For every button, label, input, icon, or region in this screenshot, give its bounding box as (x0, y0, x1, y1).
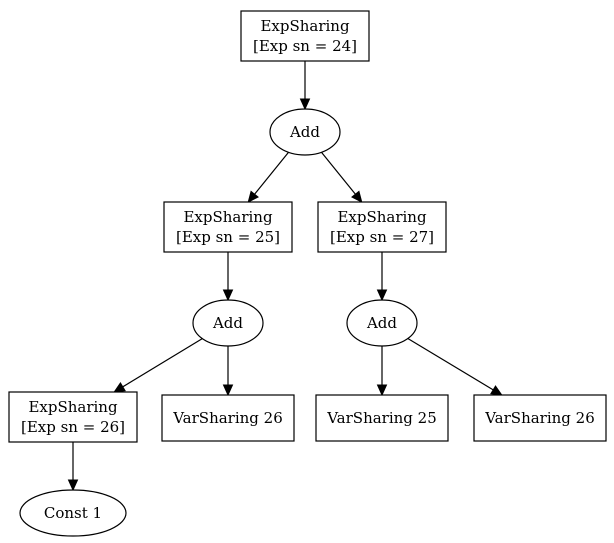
edge-add1-to-n25 (254, 151, 290, 195)
node-n26-box (8, 391, 138, 443)
node-n25-label-1: [Exp sn = 25] (176, 228, 280, 246)
node-add3-ellipse (346, 299, 418, 347)
arrowhead-add1-to-n25 (247, 190, 259, 203)
arrowhead-add3-to-var26b (490, 385, 503, 396)
node-var26b-box (473, 394, 607, 442)
edge-add1-to-n27 (320, 151, 356, 195)
nodes-layer: ExpSharing[Exp sn = 24]AddExpSharing[Exp… (8, 10, 607, 537)
node-var26b-label-0: VarSharing 26 (484, 409, 595, 427)
node-var25-box (315, 394, 449, 442)
arrowhead-add2-to-var26a (222, 384, 234, 397)
node-n24-label-1: [Exp sn = 24] (253, 37, 357, 55)
node-add1: Add (269, 108, 341, 156)
node-n26-label-0: ExpSharing (28, 398, 118, 416)
arrowhead-add3-to-var25 (376, 384, 388, 397)
node-n24: ExpSharing [Exp sn = 24] (240, 10, 370, 62)
arrowhead-n26-to-const1 (67, 479, 79, 492)
node-add3-label-0: Add (366, 314, 397, 332)
node-n25: ExpSharing [Exp sn = 25] (163, 201, 293, 253)
node-n25-label-0: ExpSharing (183, 208, 273, 226)
node-n26: ExpSharing [Exp sn = 26] (8, 391, 138, 443)
arrowhead-n25-to-add2 (222, 289, 234, 302)
arrowhead-n27-to-add3 (376, 289, 388, 302)
arrowhead-add2-to-n26 (113, 382, 126, 393)
node-n27-label-1: [Exp sn = 27] (330, 228, 434, 246)
node-n27-label-0: ExpSharing (337, 208, 427, 226)
node-add1-ellipse (269, 108, 341, 156)
node-n24-label-0: ExpSharing (260, 17, 350, 35)
node-var25-label-0: VarSharing 25 (326, 409, 437, 427)
edge-add3-to-var26b (407, 338, 494, 391)
node-add2: Add (192, 299, 264, 347)
node-const1-ellipse (19, 489, 127, 537)
arrowhead-add1-to-n27 (351, 190, 363, 203)
node-n27-box (317, 201, 447, 253)
node-const1-label-0: Const 1 (44, 504, 102, 522)
node-add1-label-0: Add (289, 123, 320, 141)
node-add2-ellipse (192, 299, 264, 347)
node-var26b: VarSharing 26 (473, 394, 607, 442)
node-n26-label-1: [Exp sn = 26] (21, 418, 125, 436)
node-var26a: VarSharing 26 (161, 394, 295, 442)
node-add2-label-0: Add (212, 314, 243, 332)
node-var26a-box (161, 394, 295, 442)
node-var26a-label-0: VarSharing 26 (172, 409, 283, 427)
node-n25-box (163, 201, 293, 253)
arrowhead-n24-to-add1 (299, 98, 311, 111)
node-const1: Const 1 (19, 489, 127, 537)
edge-add2-to-n26 (122, 338, 203, 388)
node-add3: Add (346, 299, 418, 347)
node-n24-box (240, 10, 370, 62)
node-n27: ExpSharing [Exp sn = 27] (317, 201, 447, 253)
node-var25: VarSharing 25 (315, 394, 449, 442)
edges-layer (67, 61, 503, 492)
